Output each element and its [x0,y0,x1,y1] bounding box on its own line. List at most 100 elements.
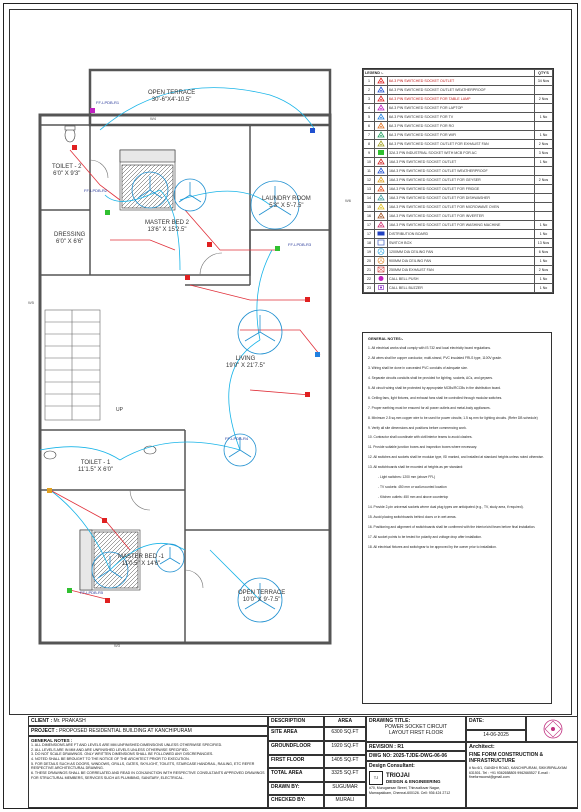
legend-desc: 16A 3 PIN SWITCHED SOCKET OUTLET FOR INV… [387,211,535,221]
bed-1 [79,529,141,591]
board-label: FF-LPDB-R3 [288,242,312,247]
drawing-sheet [3,3,578,809]
general-notes-panel: GENERAL NOTES:- 1. All electrical works … [362,332,552,704]
socket-marker [207,242,212,247]
legend-desc: CALL BELL PUSH [387,274,535,284]
dwg-no: DWG NO: 2025-TJDE-DWG-06-06 [366,751,466,761]
title-block: CLIENT : Mr. PRAKASH PROJECT : PROPOSED … [28,716,578,808]
note-item: 18. All electrical fixtures and switchge… [368,544,497,549]
note-item: 12. All switches and sockets shall be mo… [368,455,544,460]
fan-living-2 [223,433,257,467]
legend-qty [534,166,553,176]
socket-marker [305,297,310,302]
legend-qty [534,184,553,194]
legend-symbol-icon [374,202,388,212]
legend-desc: 6A 3 PIN SWITCHED SOCKET OUTLET WEATHERP… [387,85,535,95]
socket-marker [305,392,310,397]
legend-desc: SWITCH BOX [387,238,535,248]
area-desc-header: DESCRIPTION [268,716,324,727]
note-item: 6. Ceiling fans, light fixtures, and exh… [368,395,503,400]
fan-bed2 [131,171,169,209]
legend-symbol-icon [374,274,388,284]
legend-qty-header: QTY'S [534,69,553,77]
area-value: 1920 SQ.FT [324,740,366,755]
legend-no: 11 [363,166,375,176]
date-label: DATE: [466,716,526,730]
tv-socket-marker [315,352,320,357]
legend-symbol-icon [374,103,388,113]
legend-no: 2 [363,85,375,95]
consultant-logo-icon: TJ [369,771,383,785]
legend-title: LEGEND :- [363,69,535,77]
board-label: FF-LPDB-R4 [225,436,249,441]
note-item: 14. Provide 2-pin universal sockets wher… [368,505,524,509]
legend-symbol-icon [374,193,388,203]
legend-symbol-icon [374,112,388,122]
drawing-title-cell: DRAWING TITLE: POWER SOCKET CIRCUIT LAYO… [366,716,466,742]
legend-no: 16 [363,211,375,221]
legend-symbol-icon [374,247,388,257]
area-desc: GROUNDFLOOR [268,740,324,755]
revision: REVISION : R1 [366,742,466,751]
legend-qty: 2 Nos [534,139,553,149]
terrace-top-wall [88,68,332,127]
legend-no: 13 [363,184,375,194]
legend-qty: 1 No [534,229,553,239]
fan-terrace [237,577,283,623]
general-notes-block: GENERAL NOTES : 1. ALL DIMENSIONS ARE FT… [28,736,268,808]
general-note-item: 5. FOR DETAILS SUCH AS DOORS, WINDOWS, G… [31,761,255,771]
legend-symbol-icon [374,157,388,167]
legend-desc: DISTRIBUTION BOARD [387,229,535,239]
drawing-frame [9,9,572,715]
client-row: CLIENT : Mr. PRAKASH [28,716,268,726]
legend-qty: 1 No [534,130,553,140]
fan-laundry [250,180,300,230]
window-label: W3 [114,643,120,648]
note-item: 1. All electrical works shall comply wit… [368,346,491,350]
wiring [39,87,321,601]
legend-qty: 2 Nos [534,94,553,104]
legend-qty: 2 Nos [534,175,553,185]
bed2-block-wall [39,124,251,276]
stair-up-label: UP [116,407,123,413]
legend-desc: 32A 3 PIN INDUSTRIAL SOCKET WITH MCB FOR… [387,148,535,158]
legend-desc: 16A 3 PIN SWITCHED SOCKET OUTLET FOR GEY… [387,175,535,185]
area-value: 1405 SQ.FT [324,754,366,769]
note-item: 7. Proper earthing must be ensured for a… [368,405,491,410]
ac-socket-marker [105,210,110,215]
area-value: 3325 SQ.FT [324,768,366,782]
general-note-item: 6. THESE DRAWINGS SHALL BE CORRELATED AN… [31,771,265,780]
legend-desc: 6A 3 PIN SWITCHED SOCKET FOR TABLE LAMP [387,94,535,104]
general-note-item: 4. NOTED SHALL BE BROUGHT TO THE NOTICE … [31,757,190,762]
legend-symbol-icon [374,76,388,86]
note-item: 5. All circuit wiring shall be protected… [368,385,502,390]
note-item: - Kitchen outlets: 450 mm and above coun… [378,495,449,500]
legend-no: 12 [363,175,375,185]
legend-symbol-icon [374,265,388,275]
area-value: 6300 SQ.FT [324,727,366,741]
legend-row: 12 16A 3 PIN SWITCHED SOCKET OUTLET FOR G… [363,175,553,185]
legend-qty: 6 Nos [534,247,553,257]
legend-no: 21 [363,265,375,275]
fan-bed1-b [155,543,185,573]
legend-no: 10 [363,157,375,167]
legend-no: 9 [363,148,375,158]
legend-symbol-icon [374,283,388,293]
legend-no: 15 [363,202,375,212]
legend-qty [534,103,553,113]
